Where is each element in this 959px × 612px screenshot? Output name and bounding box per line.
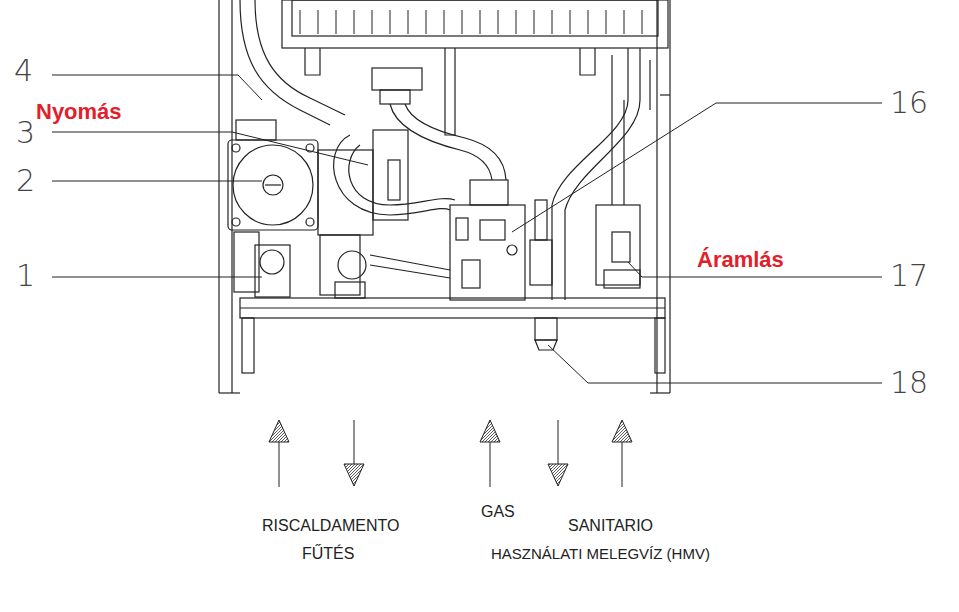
callout-number: 17: [890, 261, 928, 291]
callout-number: 2: [16, 166, 35, 196]
connection-label: RISCALDAMENTO: [262, 518, 400, 534]
callout-number: 16: [890, 88, 928, 118]
connection-label: GAS: [481, 504, 515, 520]
connection-label: HASZNÁLATI MELEGVÍZ (HMV): [491, 546, 710, 561]
sensor-label: Áramlás: [697, 249, 784, 271]
callout-number: 18: [890, 368, 928, 398]
connection-label: SANITARIO: [568, 518, 653, 534]
connection-label: FŰTÉS: [302, 546, 354, 562]
sensor-label: Nyomás: [36, 101, 122, 123]
callout-number: 3: [16, 118, 35, 148]
callout-number: 4: [14, 56, 33, 86]
callout-number: 1: [16, 261, 35, 291]
